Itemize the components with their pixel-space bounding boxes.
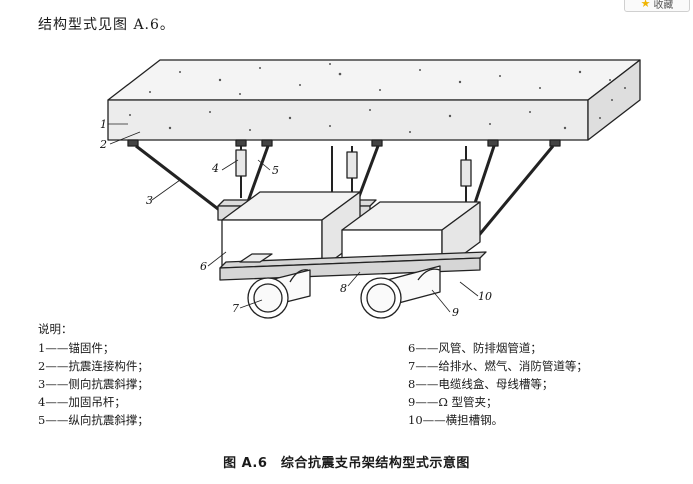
legend-item: 1——锚固件； <box>38 341 115 355</box>
legend-item: 7——给排水、燃气、消防管道等； <box>408 359 588 373</box>
callout-5: 5 <box>272 164 279 177</box>
favorite-button[interactable]: ★ 收藏 <box>624 0 690 12</box>
callout-4: 4 <box>211 162 219 175</box>
callout-7: 7 <box>232 302 239 315</box>
star-icon: ★ <box>640 0 651 10</box>
favorite-label: 收藏 <box>653 0 674 11</box>
legend-item: 3——侧向抗震斜撑； <box>38 377 149 391</box>
callout-1: 1 <box>100 118 107 131</box>
legend-item: 8——电缆线盒、母线槽等； <box>408 377 554 391</box>
lower-channel <box>219 251 487 281</box>
legend-item: 6——风管、防排烟管道； <box>408 341 542 355</box>
callout-2: 2 <box>99 138 107 151</box>
pipe-clamps <box>289 268 441 283</box>
pipe-left <box>247 269 311 319</box>
pipe-right <box>360 265 441 319</box>
legend-item: 5——纵向抗震斜撑； <box>38 413 149 427</box>
seismic-support-diagram: 1 2 3 4 5 6 7 8 9 10 <box>99 59 641 319</box>
callout-10: 10 <box>478 290 492 303</box>
legend-item: 2——抗震连接构件； <box>38 359 149 373</box>
callout-3: 3 <box>146 194 153 207</box>
callout-9: 9 <box>452 306 459 319</box>
anchors <box>127 139 561 147</box>
legend-right-column: 6——风管、防排烟管道； 7——给排水、燃气、消防管道等； 8——电缆线盒、母线… <box>408 339 588 429</box>
figure-caption: 图 A.6 综合抗震支吊架结构型式示意图 <box>223 456 470 471</box>
section-text: 结构型式见图 A.6。 <box>38 17 175 33</box>
legend-item: 4——加固吊杆； <box>38 395 126 409</box>
leader-lines <box>108 123 479 313</box>
callout-8: 8 <box>340 282 347 295</box>
callout-labels: 1 2 3 4 5 6 7 8 9 10 <box>99 118 492 319</box>
legend-title: 说明： <box>38 322 73 336</box>
legend-item: 9——Ω 型管夹； <box>408 395 498 409</box>
legend-left-column: 1——锚固件； 2——抗震连接构件； 3——侧向抗震斜撑； 4——加固吊杆； 5… <box>38 339 149 429</box>
legend-item: 10——横担槽钢。 <box>408 413 504 427</box>
callout-6: 6 <box>200 260 207 273</box>
cable-tray <box>239 253 273 263</box>
concrete-slab <box>107 59 641 141</box>
reinforcement-sleeves <box>235 149 472 187</box>
